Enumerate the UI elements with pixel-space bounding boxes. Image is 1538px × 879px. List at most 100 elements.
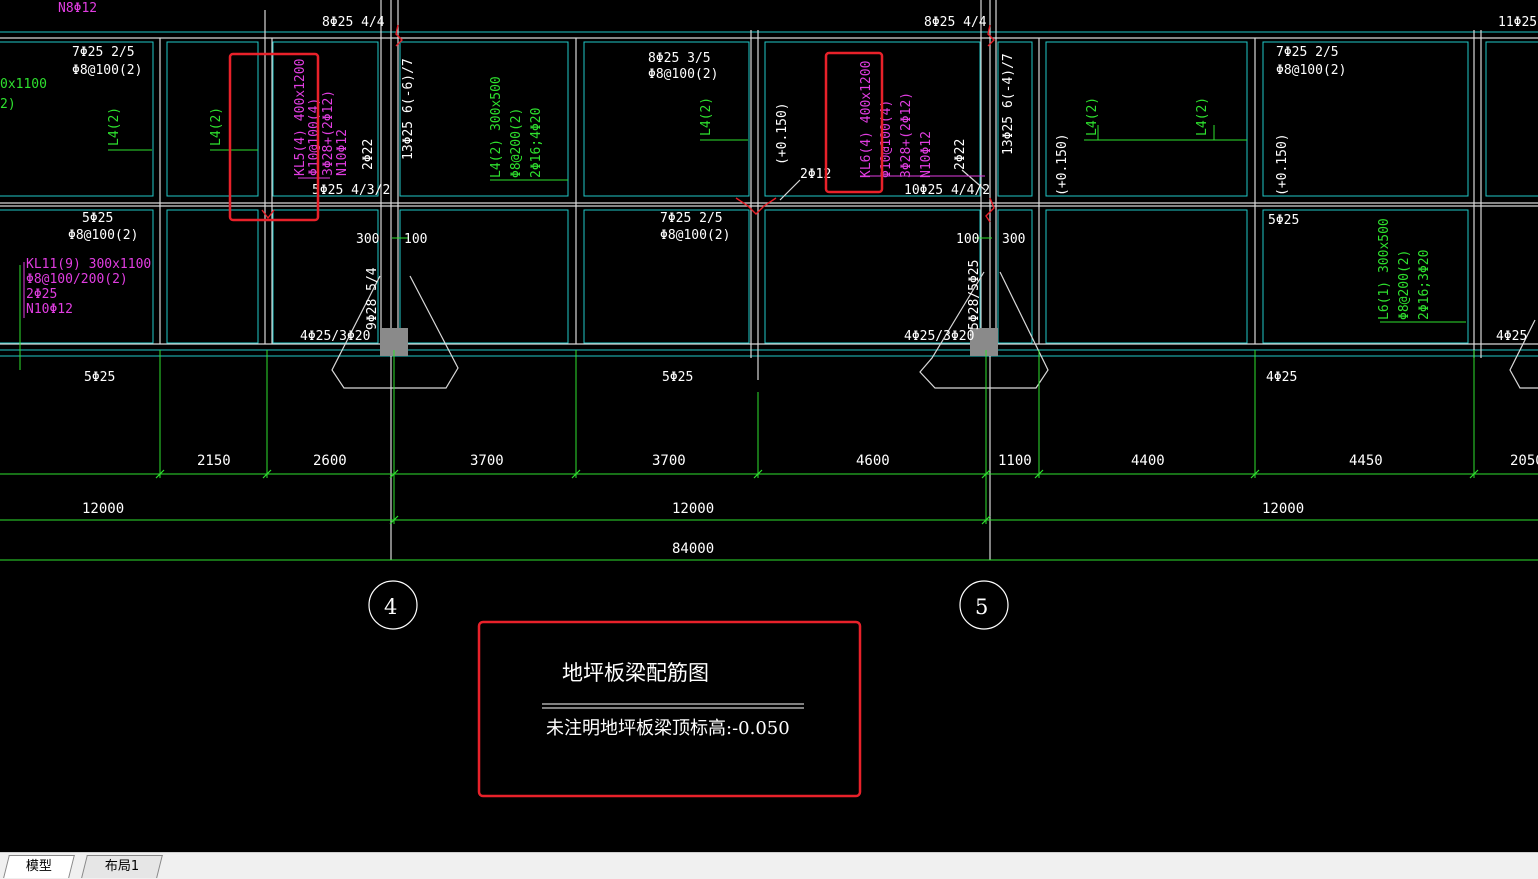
kl11-waist-rebar: N10Φ12: [26, 302, 73, 317]
cad-drawing-canvas[interactable]: 8Φ25 4/4 8Φ25 4/4 11Φ25 4 7Φ25 2/5 Φ8@10…: [0, 0, 1538, 852]
kl-leaders: [23, 175, 985, 318]
l4-tag-1: L4(2): [107, 107, 122, 146]
highlight-box-caption: [477, 620, 862, 798]
kl6-size: KL6(4) 400x1200: [859, 61, 874, 178]
dimension-texts: 2150 2600 3700 3700 4600 1100 4400 4450 …: [82, 453, 1538, 557]
magenta-annotations: N8Φ12 KL11(9) 300x1100 Φ8@100/200(2) 2Φ2…: [26, 1, 934, 317]
partial-size-label: 0x1100: [0, 77, 47, 92]
slab-rebar-label-4: 5Φ25: [82, 211, 113, 226]
slab-stirrup-label-3: Φ8@100(2): [1276, 63, 1346, 78]
l4-tag-5: L4(2): [1195, 97, 1210, 136]
elevation-label-3: (+0.150): [1275, 133, 1290, 196]
kl11-stirrup: Φ8@100/200(2): [26, 272, 128, 287]
tab-model[interactable]: 模型: [3, 855, 75, 878]
offset-dim-300-left: 300: [356, 232, 379, 247]
slab-rebar-label-6: 5Φ25: [1268, 213, 1299, 228]
top-rebar-label-3: 11Φ25 4: [1498, 15, 1538, 30]
dim-bay-3: 12000: [1262, 501, 1304, 517]
bottom-rebar-label-1: 5Φ25 4/3/2: [312, 183, 390, 198]
dim-span-5: 4600: [856, 453, 890, 469]
dim-span-3: 3700: [470, 453, 504, 469]
slab-rebar-label-1: 7Φ25 2/5: [72, 45, 135, 60]
drawing-caption: 地坪板梁配筋图 未注明地坪板梁顶标高:-0.050: [542, 661, 804, 739]
tab-model-label: 模型: [25, 859, 52, 874]
offset-dim-100-left: 100: [404, 232, 427, 247]
column-rebar-label-5: 13Φ25 6(-4)/7: [1001, 53, 1016, 155]
slab-rebar-label-5: 7Φ25 2/5: [660, 211, 723, 226]
bottom-rebar-label-2: 10Φ25 4/4/2: [904, 183, 990, 198]
dim-span-2: 2600: [313, 453, 347, 469]
vertical-rebar-label-2: 2Φ22: [953, 139, 968, 170]
dim-span-6: 1100: [998, 453, 1032, 469]
beam-tag-leaders: [108, 125, 1466, 323]
axis-bubble-4: 4: [368, 580, 418, 630]
l6-long-rebar: 2Φ16;3Φ20: [1417, 250, 1432, 320]
pile-rebar-label-1: 4Φ25/3Φ20: [300, 329, 370, 344]
pile-vertical-label-2: 5Φ28/5Φ25: [967, 260, 982, 330]
slab-rebar-label-3: 7Φ25 2/5: [1276, 45, 1339, 60]
elevation-label-2: (+0.150): [1055, 133, 1070, 196]
highlight-annotations: [228, 51, 884, 798]
column-rebar-label-4: 13Φ25 6(-6)/7: [401, 58, 416, 160]
l4-beam-size: L4(2) 300x500: [489, 76, 504, 178]
kl5-waist-rebar: N10Φ12: [335, 129, 350, 176]
elevation-label-1: (+0.150): [775, 102, 790, 165]
dim-span-9: 2050: [1510, 453, 1538, 469]
drawing-title: 地坪板梁配筋图: [562, 661, 709, 685]
slab-stirrup-label-5: Φ8@100(2): [660, 228, 730, 243]
l4-stirrup: Φ8@200(2): [509, 108, 524, 178]
highlight-box-kl6: [824, 51, 884, 194]
white-annotations: 8Φ25 4/4 8Φ25 4/4 11Φ25 4 7Φ25 2/5 Φ8@10…: [68, 15, 1538, 385]
l4-tag-4: L4(2): [1085, 97, 1100, 136]
axis-label-5: 5: [975, 595, 988, 619]
offset-dim-300-right: 300: [1002, 232, 1025, 247]
kl5-long-rebar: 3Φ28+(2Φ12): [321, 90, 336, 176]
dim-span-4: 3700: [652, 453, 686, 469]
kl-waist-label-top: N8Φ12: [58, 1, 97, 16]
kl6-waist-rebar: N10Φ12: [919, 131, 934, 178]
slab-stirrup-label-4: Φ8@100(2): [68, 228, 138, 243]
dim-total: 84000: [672, 541, 714, 557]
bottom-beam-label-3: 4Φ25: [1266, 370, 1297, 385]
dimension-lines: [0, 237, 1538, 561]
l4-tag-3: L4(2): [699, 97, 714, 136]
slab-outlines: [0, 31, 1538, 357]
slab-rebar-label-2: 8Φ25 3/5: [648, 51, 711, 66]
dim-span-8: 4450: [1349, 453, 1383, 469]
kl11-size: KL11(9) 300x1100: [26, 257, 151, 272]
pile-rebar-label-3: 4Φ25: [1496, 329, 1527, 344]
highlight-box-kl5: [228, 52, 320, 222]
offset-dim-100-right: 100: [956, 232, 979, 247]
tab-layout1-label: 布局1: [104, 859, 140, 874]
pile-rebar-label-2: 4Φ25/3Φ20: [904, 329, 974, 344]
bottom-beam-label-2: 5Φ25: [662, 370, 693, 385]
dimension-ticks: [155, 469, 1479, 525]
axis-bubble-5: 5: [959, 580, 1009, 630]
kl5-size: KL5(4) 400x1200: [293, 59, 308, 176]
slab-stirrup-label-2: Φ8@100(2): [648, 67, 718, 82]
dim-span-1: 2150: [197, 453, 231, 469]
top-rebar-label-1: 8Φ25 4/4: [322, 15, 385, 30]
l4-tag-2: L4(2): [209, 107, 224, 146]
dim-bay-2: 12000: [672, 501, 714, 517]
tab-layout1[interactable]: 布局1: [81, 855, 163, 878]
pile-vertical-label-1: 9Φ28 5/4: [365, 267, 380, 330]
vertical-rebar-label-1: 2Φ22: [361, 139, 376, 170]
l6-beam-size: L6(1) 300x500: [1377, 218, 1392, 320]
dim-bay-1: 12000: [82, 501, 124, 517]
l4-long-rebar: 2Φ16;4Φ20: [529, 108, 544, 178]
break-marks: [261, 24, 995, 223]
axis-label-4: 4: [384, 595, 397, 619]
slab-stirrup-label-1: Φ8@100(2): [72, 63, 142, 78]
partial-label: 2): [0, 97, 16, 112]
green-annotations: L4(2) L4(2) L4(2) L4(2) L4(2) L4(2) 300x…: [0, 76, 1432, 320]
layout-tab-bar: 模型 布局1: [0, 852, 1538, 879]
kl5-stirrup: Φ10@100(4): [307, 98, 322, 176]
kl11-top-rebar: 2Φ25: [26, 287, 57, 302]
top-rebar-label-2: 8Φ25 4/4: [924, 15, 987, 30]
kl6-long-rebar: 3Φ28+(2Φ12): [899, 92, 914, 178]
drawing-note: 未注明地坪板梁顶标高:-0.050: [546, 718, 790, 739]
waist-rebar-label: 2Φ12: [800, 167, 831, 182]
dim-span-7: 4400: [1131, 453, 1165, 469]
bottom-beam-label-1: 5Φ25: [84, 370, 115, 385]
